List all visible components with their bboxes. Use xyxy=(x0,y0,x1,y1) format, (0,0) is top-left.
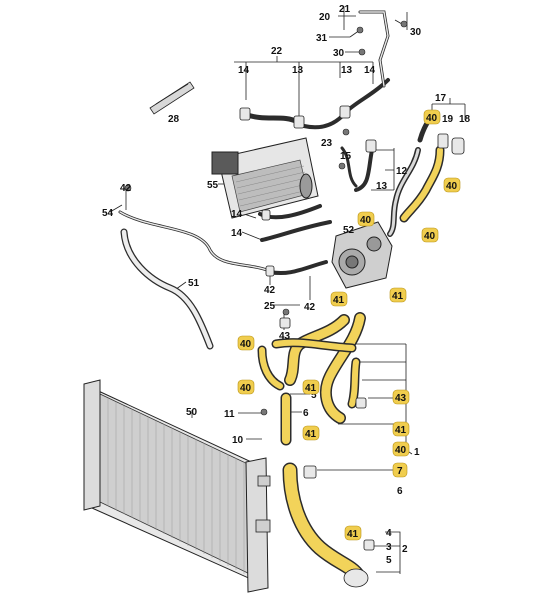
callout-52: 52 xyxy=(343,225,355,236)
callout-11: 11 xyxy=(224,409,235,420)
hl-41c: 41 xyxy=(302,379,320,395)
callout-15: 15 xyxy=(340,151,352,162)
callout-31: 31 xyxy=(316,33,328,44)
callout-25: 25 xyxy=(264,301,276,312)
svg-text:40: 40 xyxy=(446,181,458,192)
callout-43: 43 xyxy=(279,331,291,342)
callout-50: 50 xyxy=(186,407,198,418)
hl-7: 7 xyxy=(392,462,408,478)
svg-text:40: 40 xyxy=(360,215,372,226)
callout-51: 51 xyxy=(188,278,200,289)
callout-1: 1 xyxy=(414,447,420,458)
callout-2: 2 xyxy=(402,544,408,555)
callout-14d: 14 xyxy=(231,228,243,239)
svg-text:7: 7 xyxy=(397,466,403,477)
callout-22: 22 xyxy=(271,46,283,57)
hl-40d: 40 xyxy=(421,227,439,243)
callout-30b: 30 xyxy=(410,27,422,38)
callout-42b: 42 xyxy=(264,285,276,296)
callout-5b: 5 xyxy=(386,555,392,566)
coolant-hoses xyxy=(257,145,445,584)
callout-28: 28 xyxy=(168,114,180,125)
bolts xyxy=(124,20,408,416)
callout-12: 12 xyxy=(396,166,408,177)
callout-18: 18 xyxy=(459,114,471,125)
hl-40e: 40 xyxy=(237,335,255,351)
hl-40f: 40 xyxy=(237,379,255,395)
svg-text:41: 41 xyxy=(395,425,407,436)
hl-41a: 41 xyxy=(330,291,348,307)
svg-text:41: 41 xyxy=(392,291,404,302)
callout-6a: 6 xyxy=(303,408,309,419)
svg-text:41: 41 xyxy=(305,383,317,394)
callout-42c: 42 xyxy=(304,302,316,313)
callout-14a: 14 xyxy=(238,65,250,76)
hl-40a: 40 xyxy=(423,109,441,125)
hl-41g: 41 xyxy=(268,382,284,396)
callout-6b: 6 xyxy=(397,486,403,497)
callout-23: 23 xyxy=(321,138,333,149)
hl-40g: 40 xyxy=(392,441,410,457)
radiator xyxy=(83,379,271,593)
hl-40c: 40 xyxy=(357,211,375,227)
thermostat-housing xyxy=(331,221,393,289)
callout-42a: 42 xyxy=(120,183,132,194)
highlighted-callouts: 40 40 40 40 41 41 40 40 41 41 43 41 40 7… xyxy=(237,109,461,541)
callout-14c: 14 xyxy=(231,209,243,220)
hl-41d: 41 xyxy=(302,425,320,441)
callout-3: 3 xyxy=(386,542,392,553)
hl-40h: 40 xyxy=(380,206,396,220)
callout-17: 17 xyxy=(435,93,447,104)
callout-4: 4 xyxy=(386,528,392,539)
svg-text:40: 40 xyxy=(240,339,252,350)
svg-text:40: 40 xyxy=(424,231,436,242)
hl-41f: 41 xyxy=(344,525,362,541)
callout-55: 55 xyxy=(207,180,219,191)
clamps xyxy=(239,105,465,588)
svg-text:40: 40 xyxy=(240,383,252,394)
callout-5a: 5 xyxy=(311,390,317,401)
callout-10: 10 xyxy=(232,435,244,446)
hl-41b: 41 xyxy=(389,287,407,303)
callout-21: 21 xyxy=(339,4,351,15)
svg-text:41: 41 xyxy=(305,429,317,440)
svg-text:41: 41 xyxy=(347,529,359,540)
svg-text:40: 40 xyxy=(426,113,438,124)
svg-text:43: 43 xyxy=(395,393,407,404)
callout-30a: 30 xyxy=(333,48,345,59)
callout-20: 20 xyxy=(319,12,331,23)
retaining-strip xyxy=(149,81,195,115)
callout-13b: 13 xyxy=(341,65,353,76)
callout-13a: 13 xyxy=(292,65,304,76)
hl-41e: 41 xyxy=(392,421,410,437)
callout-19: 19 xyxy=(442,114,454,125)
svg-text:40: 40 xyxy=(395,445,407,456)
callout-13c: 13 xyxy=(376,181,388,192)
svg-text:41: 41 xyxy=(333,295,345,306)
hl-43: 43 xyxy=(392,389,410,405)
hl-40b: 40 xyxy=(443,177,461,193)
callout-54: 54 xyxy=(102,208,114,219)
callout-14b: 14 xyxy=(364,65,376,76)
intercooler xyxy=(211,137,319,219)
